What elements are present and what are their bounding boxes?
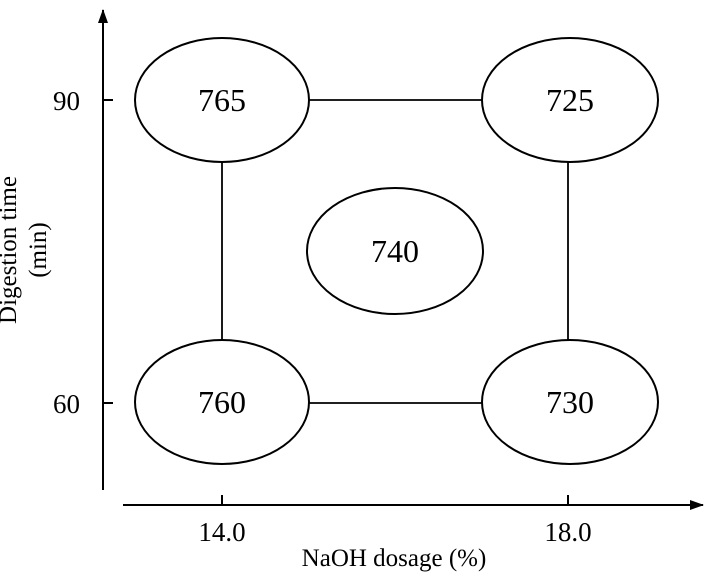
node-value: 765 [198,82,246,118]
node-ellipse [481,339,659,465]
node-center: 740 [306,187,484,315]
y-tick-label-60: 60 [53,389,80,419]
node-18-90: 725 [481,37,659,163]
y-tick-label-90: 90 [53,86,80,116]
node-14-90: 765 [134,37,310,163]
x-tick-label-18: 18.0 [544,517,591,547]
node-ellipse [134,339,310,465]
node-value: 725 [546,82,594,118]
node-14-60: 760 [134,339,310,465]
x-tick-label-14: 14.0 [198,517,245,547]
node-value: 760 [198,384,246,420]
y-axis-title-line1: Digestion time [0,176,22,324]
y-axis-title: Digestion time (min) [0,176,52,324]
y-axis-title-line2: (min) [25,222,52,278]
node-18-60: 730 [481,339,659,465]
node-value: 740 [371,233,419,269]
x-axis-title: NaOH dosage (%) [302,545,487,572]
node-value: 730 [546,384,594,420]
node-ellipse [134,37,310,163]
node-ellipse [306,187,484,315]
node-ellipse [481,37,659,163]
